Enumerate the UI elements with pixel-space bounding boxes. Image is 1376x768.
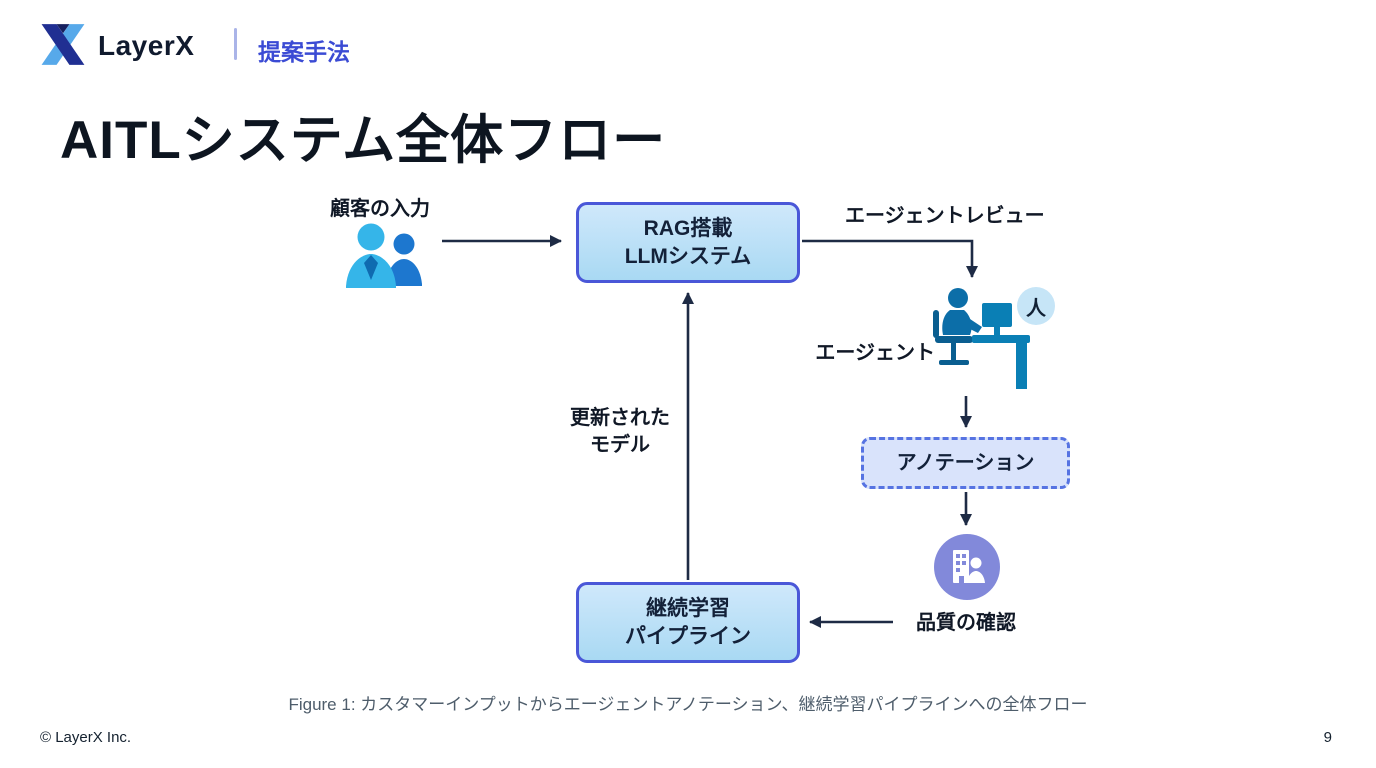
updated-model-label: 更新された モデル — [570, 407, 670, 456]
node-rag-llm-system: RAG搭載 LLMシステム — [576, 202, 800, 283]
layerx-logo-icon — [41, 24, 85, 65]
header-divider — [234, 28, 237, 60]
agent-review-label: エージェントレビュー — [845, 205, 1045, 227]
node-continual-learning-pipeline: 継続学習 パイプライン — [576, 582, 800, 663]
node-annotation: アノテーション — [861, 437, 1070, 489]
customer-input-label: 顧客の入力 — [330, 198, 430, 220]
brand-name: LayerX — [98, 30, 195, 61]
figure-caption: Figure 1: カスタマーインプットからエージェントアノテーション、継続学習… — [288, 695, 1088, 714]
customers-icon — [346, 223, 422, 288]
section-label: 提案手法 — [258, 39, 350, 65]
agent-label: エージェント — [815, 342, 935, 364]
copyright: © LayerX Inc. — [40, 729, 132, 746]
agent-at-desk-icon — [933, 288, 1030, 389]
arrow-rag-to-agent — [802, 239, 978, 278]
page-number: 9 — [1323, 729, 1332, 746]
organization-person-icon — [934, 534, 1000, 600]
page-title: AITLシステム全体フロー — [60, 111, 667, 170]
quality-check-label: 品質の確認 — [916, 612, 1016, 634]
person-badge: 人 — [1017, 287, 1055, 325]
